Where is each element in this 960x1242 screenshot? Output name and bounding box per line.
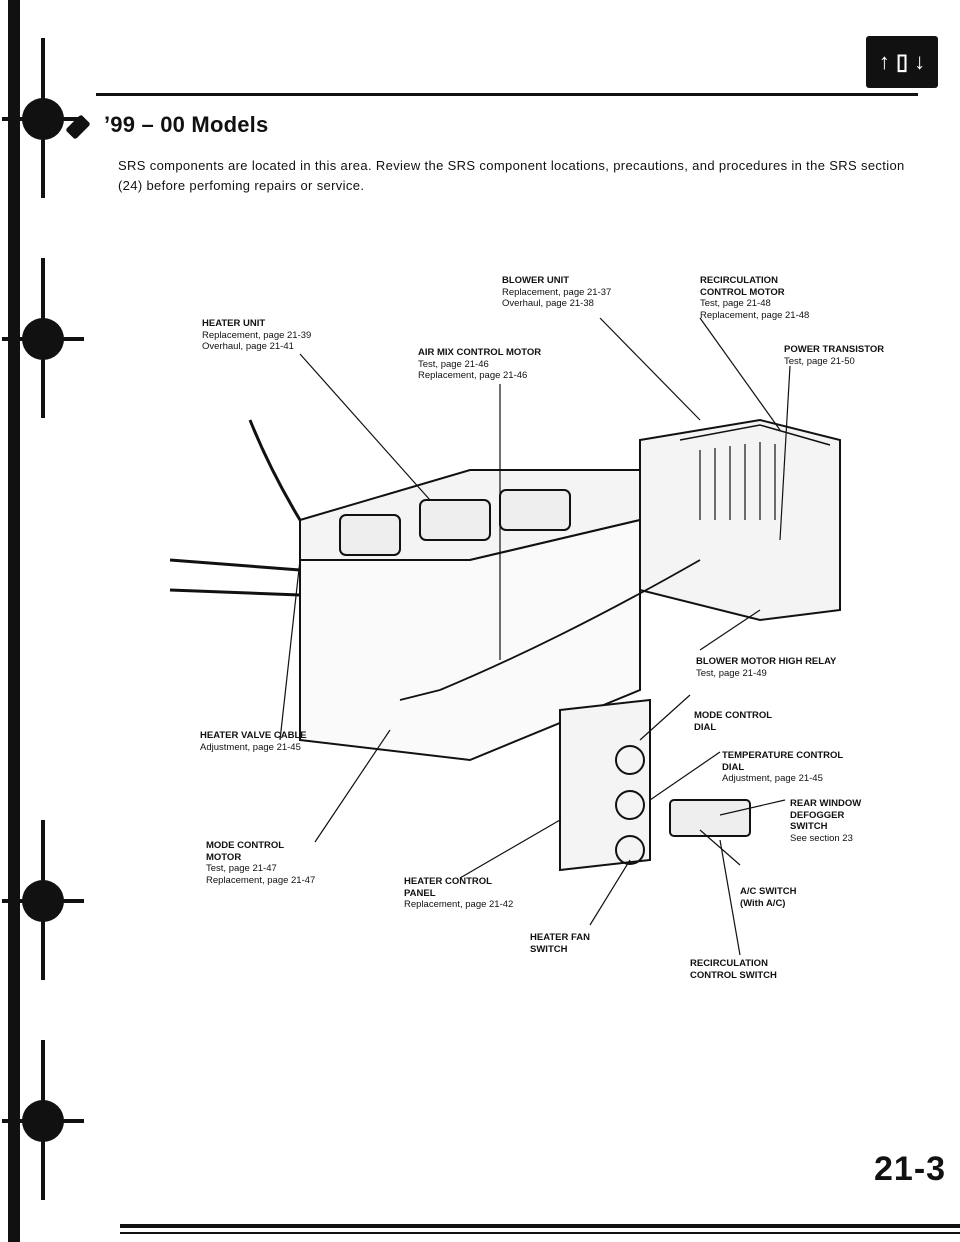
- label-heater-valve-cable: HEATER VALVE CABLE Adjustment, page 21-4…: [200, 730, 307, 753]
- label-name: REAR WINDOW DEFOGGER SWITCH: [790, 798, 862, 832]
- label-name: HEATER CONTROL PANEL: [404, 876, 492, 899]
- label-name: RECIRCULATION CONTROL SWITCH: [690, 958, 777, 981]
- label-line: Replacement, page 21-47: [206, 874, 316, 886]
- label-line: Replacement, page 21-39: [202, 329, 312, 341]
- label-recirc-switch: RECIRCULATION CONTROL SWITCH: [690, 958, 777, 981]
- label-recirc-motor: RECIRCULATION CONTROL MOTOR Test, page 2…: [700, 275, 809, 321]
- label-line: Test, page 21-46: [418, 358, 489, 370]
- label-name: A/C SWITCH (With A/C): [740, 886, 797, 909]
- binder-hole-icon: [2, 1040, 84, 1200]
- page-title: ’99 – 00 Models: [104, 112, 269, 137]
- heater-duct-center: [419, 499, 491, 541]
- temp-dial-knob: [615, 790, 645, 820]
- srs-warning-text: SRS components are located in this area.…: [118, 158, 905, 193]
- label-power-transistor: POWER TRANSISTOR Test, page 21-50: [784, 344, 884, 367]
- label-heater-fan-switch: HEATER FAN SWITCH: [530, 932, 590, 955]
- label-name: MODE CONTROL MOTOR: [206, 840, 285, 863]
- blower-unit-body: [639, 418, 841, 622]
- leader-lines: [279, 317, 791, 956]
- label-line: Test, page 21-50: [784, 355, 855, 367]
- label-ac-switch: A/C SWITCH (With A/C): [740, 886, 796, 909]
- label-heater-panel: HEATER CONTROL PANEL Replacement, page 2…: [404, 876, 513, 911]
- mode-dial-knob: [615, 745, 645, 775]
- footer-rule: [120, 1224, 960, 1228]
- control-panel-body: [559, 698, 651, 872]
- label-name: HEATER UNIT: [202, 318, 266, 329]
- label-blower-unit: BLOWER UNIT Replacement, page 21-37 Over…: [502, 275, 611, 310]
- label-line: Adjustment, page 21-45: [722, 773, 823, 784]
- label-name: BLOWER UNIT: [502, 275, 570, 286]
- binder-edge-bar: [8, 0, 20, 1242]
- label-air-mix-motor: AIR MIX CONTROL MOTOR Test, page 21-46 R…: [418, 347, 541, 382]
- binder-hole-icon: [2, 38, 84, 198]
- label-line: Overhaul, page 21-38: [502, 298, 594, 309]
- label-line: Test, page 21-47: [206, 863, 277, 874]
- binder-hole-icon: [2, 258, 84, 418]
- page-number: 21-3: [874, 1150, 947, 1188]
- label-line: Replacement, page 21-48: [700, 309, 810, 321]
- binder-hole-icon: [2, 820, 84, 980]
- heater-duct-right: [499, 489, 571, 531]
- header-rule: [96, 93, 918, 96]
- label-name: HEATER VALVE CABLE: [200, 730, 307, 741]
- label-line: Test, page 21-49: [696, 667, 767, 679]
- label-mode-dial: MODE CONTROL DIAL: [694, 710, 772, 733]
- label-line: See section 23: [790, 832, 853, 844]
- label-line: Overhaul, page 21-41: [202, 341, 294, 352]
- switch-cluster: [669, 799, 751, 837]
- label-name: TEMPERATURE CONTROL DIAL: [722, 750, 844, 773]
- heater-housing-body: [299, 518, 641, 762]
- label-rear-defogger: REAR WINDOW DEFOGGER SWITCH See section …: [790, 798, 861, 844]
- label-line: Replacement, page 21-37: [502, 286, 612, 298]
- label-name: AIR MIX CONTROL MOTOR: [418, 347, 542, 358]
- label-line: Adjustment, page 21-45: [200, 741, 301, 753]
- label-name: MODE CONTROL DIAL: [694, 710, 773, 733]
- label-line: Replacement, page 21-42: [404, 899, 514, 910]
- label-line: Replacement, page 21-46: [418, 370, 528, 381]
- fan-dial-knob: [615, 835, 645, 865]
- label-line: Test, page 21-48: [700, 298, 771, 309]
- label-mode-motor: MODE CONTROL MOTOR Test, page 21-47 Repl…: [206, 840, 315, 886]
- label-name: BLOWER MOTOR HIGH RELAY: [696, 656, 837, 667]
- footer-rule: [120, 1232, 960, 1234]
- up-down-arrows-icon: ↑ ▯ ↓: [866, 36, 938, 88]
- label-name: HEATER FAN SWITCH: [530, 932, 590, 955]
- label-name: POWER TRANSISTOR: [784, 344, 885, 355]
- label-temp-dial: TEMPERATURE CONTROL DIAL Adjustment, pag…: [722, 750, 843, 785]
- label-heater-unit: HEATER UNIT Replacement, page 21-39 Over…: [202, 318, 311, 353]
- heater-duct-left: [339, 514, 401, 556]
- label-blower-relay: BLOWER MOTOR HIGH RELAY Test, page 21-49: [696, 656, 836, 679]
- label-name: RECIRCULATION CONTROL MOTOR: [700, 275, 785, 298]
